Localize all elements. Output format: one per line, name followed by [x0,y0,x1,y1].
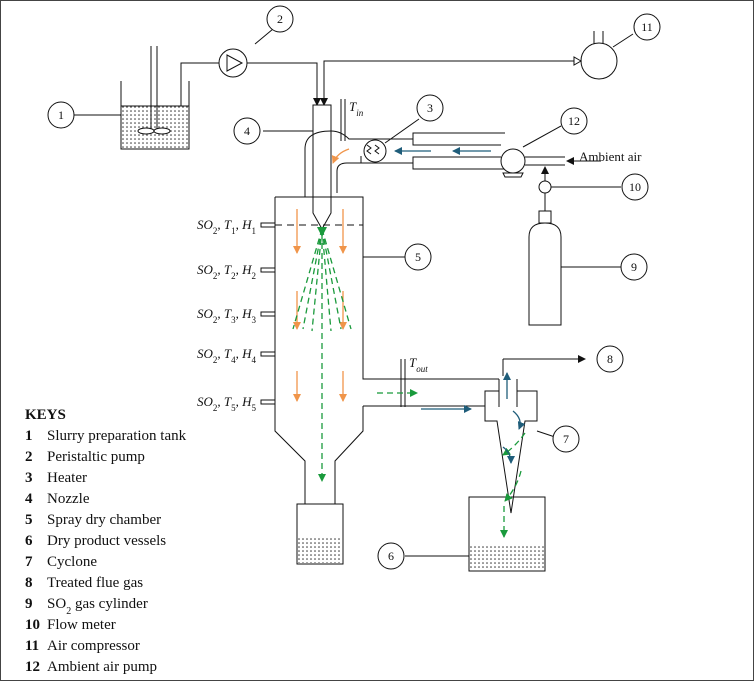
svg-text:3: 3 [25,470,33,486]
callout-numbers: 1 2 3 4 5 6 7 8 9 10 11 12 [58,12,653,563]
callout-8 [596,345,624,373]
key-10: Flow meter [47,617,116,633]
key-3: Heater [47,470,87,486]
callout-3 [416,94,444,122]
so2-gas-cylinder [528,210,621,326]
svg-text:2: 2 [277,12,283,26]
nozzle-tip [317,227,327,237]
svg-text:7: 7 [25,554,33,570]
outlet-duct [363,359,499,407]
svg-text:12: 12 [568,114,580,128]
air-flow [394,147,526,464]
key-11: Air compressor [47,638,140,654]
tin-label: Tin [349,99,364,118]
key-5: Spray dry chamber [47,512,161,528]
svg-text:1: 1 [25,428,33,444]
hot-air-flow [293,148,350,402]
keys-title: KEYS [25,407,66,423]
svg-text:2: 2 [25,449,33,465]
sensor-label-1: SO2, T1, H1 [197,217,256,236]
callout-12 [560,107,588,135]
callouts [47,5,661,570]
callout-2 [266,5,294,33]
callout-9 [620,253,648,281]
sensor-label-2: SO2, T2, H2 [197,262,256,281]
sensor-ports [260,222,276,405]
slurry-tank [120,46,219,150]
key-12: Ambient air pump [47,659,157,675]
nozzle [263,99,346,231]
key-2: Peristaltic pump [47,449,145,465]
keys-legend: KEYS 1 Slurry preparation tank 2 Perista… [25,407,187,675]
callout-4 [233,117,261,145]
peristaltic-pump [218,48,248,78]
ambient-air-label: Ambient air [579,149,642,164]
svg-text:8: 8 [607,352,613,366]
heater-duct [330,118,505,170]
svg-text:9: 9 [25,596,33,612]
svg-text:10: 10 [25,617,40,633]
key-6: Dry product vessels [47,533,166,549]
dry-product-vessels [296,496,546,572]
spray-pattern [292,228,526,538]
svg-text:7: 7 [563,432,569,446]
svg-text:4: 4 [244,124,250,138]
callout-1 [47,101,75,129]
air-compressor [320,31,634,106]
ambient-air-pump [500,125,601,181]
svg-text:8: 8 [25,575,33,591]
callout-6 [377,542,405,570]
key-7: Cyclone [47,554,97,570]
svg-text:11: 11 [641,20,653,34]
tout-label: Tout [409,355,428,374]
key-8: Treated flue gas [47,575,143,591]
svg-text:3: 3 [427,101,433,115]
svg-text:6: 6 [25,533,33,549]
callout-5 [404,243,432,271]
svg-text:9: 9 [631,260,637,274]
svg-text:1: 1 [58,108,64,122]
callout-10 [621,173,649,201]
sensor-label-5: SO2, T5, H5 [197,394,257,413]
callout-7 [552,425,580,453]
svg-text:6: 6 [388,549,394,563]
key-1: Slurry preparation tank [47,428,187,444]
svg-text:10: 10 [629,180,641,194]
sensor-label-3: SO2, T3, H3 [197,306,257,325]
slurry-line [247,28,321,106]
spray-dry-chamber [274,130,405,506]
svg-text:12: 12 [25,659,40,675]
callout-11 [633,13,661,41]
svg-text:4: 4 [25,491,33,507]
svg-text:5: 5 [25,512,33,528]
key-4: Nozzle [47,491,90,507]
sensor-label-4: SO2, T4, H4 [197,346,257,365]
key-9: SO2 gas cylinder [47,596,148,617]
svg-text:11: 11 [25,638,39,654]
svg-text:5: 5 [415,250,421,264]
flow-meter [538,180,621,211]
